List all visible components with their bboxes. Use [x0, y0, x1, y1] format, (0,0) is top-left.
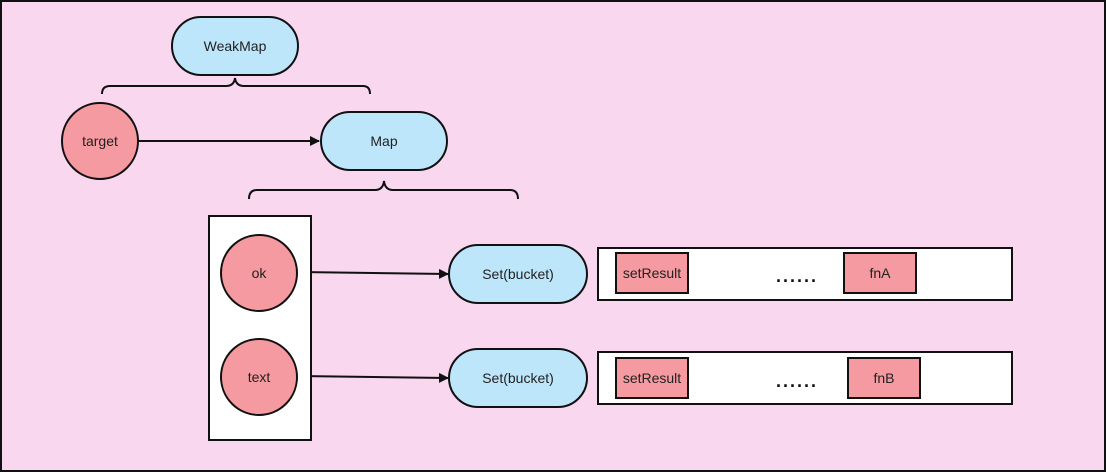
bucket-ok-setresult-cell: setResult [615, 252, 689, 294]
target-node: target [61, 102, 139, 180]
key-text-label: text [247, 369, 271, 385]
weakmap-node: WeakMap [171, 16, 299, 76]
target-label: target [82, 133, 118, 149]
bucket-ok-setresult-label: setResult [622, 265, 682, 281]
set-bucket-text-label: Set(bucket) [482, 370, 554, 386]
bucket-ok-ellipsis: ...... [776, 266, 819, 286]
map-brace [248, 180, 519, 200]
set-bucket-ok-label: Set(bucket) [482, 266, 554, 282]
ok-to-set-arrow [298, 268, 449, 279]
map-label: Map [370, 133, 398, 149]
key-text-node: text [220, 338, 298, 416]
bucket-text-setresult-label: setResult [622, 370, 682, 386]
bucket-ok-fna-cell: fnA [843, 252, 917, 294]
set-bucket-text-node: Set(bucket) [448, 348, 588, 408]
key-ok-label: ok [251, 265, 267, 281]
bucket-text-setresult-cell: setResult [615, 357, 689, 399]
bucket-text-fnb-label: fnB [873, 370, 895, 386]
bucket-text-ellipsis: ...... [776, 371, 819, 391]
bucket-ok-fna-label: fnA [869, 265, 891, 281]
set-bucket-ok-node: Set(bucket) [448, 244, 588, 304]
bucket-text-fnb-cell: fnB [847, 357, 921, 399]
key-ok-node: ok [220, 234, 298, 312]
weakmap-label: WeakMap [203, 38, 267, 54]
text-to-set-arrow [298, 372, 449, 383]
weakmap-brace [101, 77, 371, 95]
map-node: Map [320, 111, 448, 171]
